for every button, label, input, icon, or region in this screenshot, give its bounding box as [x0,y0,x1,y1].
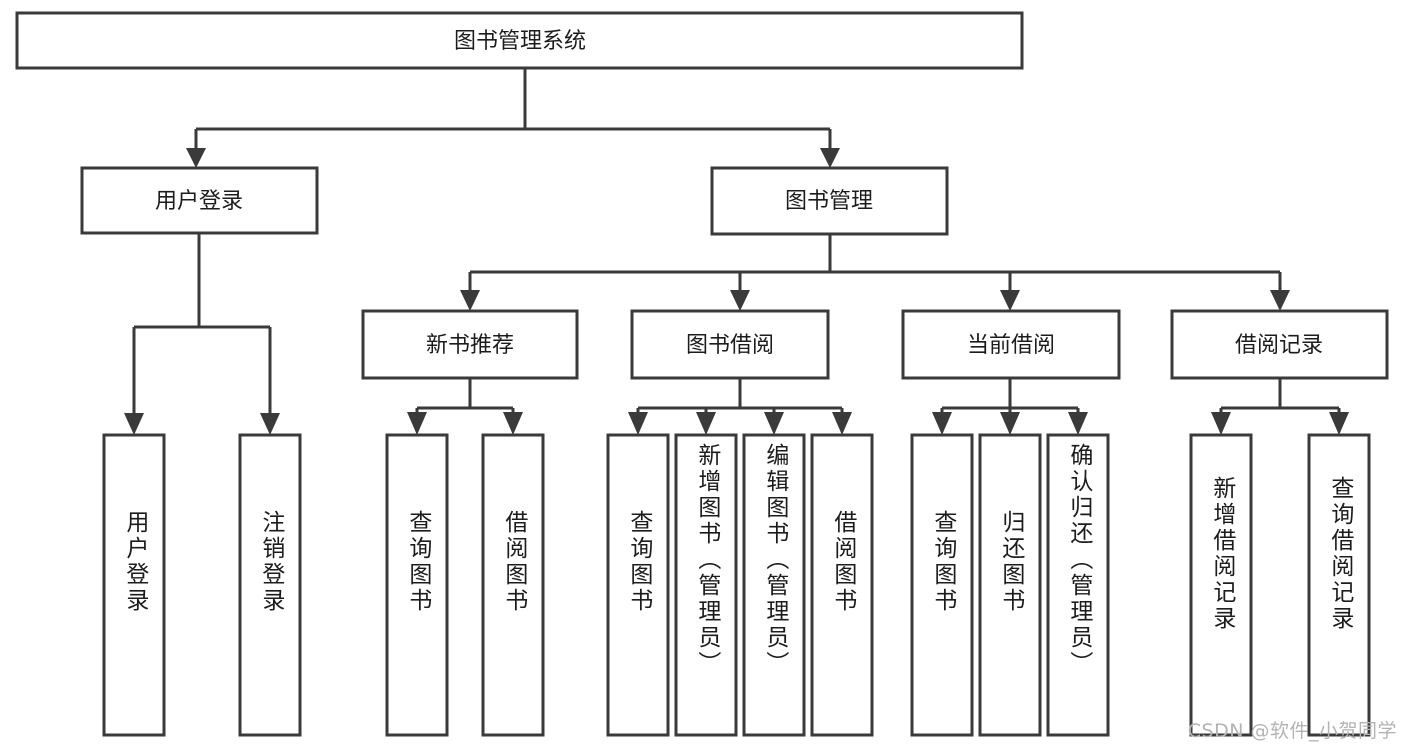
node-new-book-recommend[interactable]: 新书推荐 [361,309,579,380]
connector-current-borrow-to-leaves [932,378,1088,435]
leaf-box-borrow-record-1[interactable] [1189,433,1253,737]
node-root-box[interactable] [15,11,1024,70]
leaf-box-user-login-1[interactable] [102,433,166,737]
arrowhead-new-book [460,290,480,311]
arrowhead-leaf-user-login-2 [260,413,280,435]
arrowhead-leaf-new-book-1 [407,412,427,435]
node-current-borrow-box[interactable] [901,309,1121,380]
arrowhead-leaf-current-borrow-3 [1068,412,1088,435]
leaf-box-new-book-1[interactable] [385,433,449,737]
arrowhead-leaf-book-borrow-4 [832,412,852,435]
connector-new-book-to-leaves [407,378,523,435]
node-user-login-label: 用户登录 [155,189,243,214]
node-current-borrow-label: 当前借阅 [967,333,1055,358]
leaf-box-user-login-2[interactable] [238,433,302,737]
arrowhead-book-borrow [730,290,750,311]
arrowhead-user-login [186,148,206,168]
node-new-book-recommend-label: 新书推荐 [426,333,514,358]
leaf-box-book-borrow-2[interactable] [674,433,738,737]
node-book-manage-box[interactable] [710,166,949,236]
arrowhead-leaf-borrow-record-2 [1329,412,1349,435]
leaf-box-current-borrow-3[interactable] [1046,433,1110,737]
arrowhead-leaf-book-borrow-2 [696,412,716,435]
arrowhead-borrow-record [1270,290,1290,311]
node-current-borrow[interactable]: 当前借阅 [901,309,1121,380]
node-borrow-record-label: 借阅记录 [1235,333,1323,358]
node-book-borrow-label: 图书借阅 [686,333,774,358]
node-borrow-record-box[interactable] [1170,309,1389,380]
node-book-borrow[interactable]: 图书借阅 [630,309,830,380]
node-new-book-recommend-box[interactable] [361,309,579,380]
arrowhead-leaf-book-borrow-3 [764,412,784,435]
connector-book-borrow-to-leaves [628,378,852,435]
arrowhead-leaf-new-book-2 [503,412,523,435]
arrowhead-leaf-current-borrow-1 [932,412,952,435]
arrowhead-leaf-borrow-record-1 [1211,412,1231,435]
connector-borrow-record-to-leaves [1211,378,1349,435]
leaf-box-new-book-2[interactable] [481,433,545,737]
arrowhead-leaf-book-borrow-1 [628,412,648,435]
node-book-manage[interactable]: 图书管理 [710,166,949,236]
leaf-box-current-borrow-2[interactable] [978,433,1042,737]
leaf-box-book-borrow-4[interactable] [810,433,874,737]
leaf-box-current-borrow-1[interactable] [910,433,974,737]
connector-user-login-to-leaves [124,233,280,435]
connector-book-manage-to-level2 [460,234,1290,311]
node-root-label: 图书管理系统 [454,29,586,54]
connector-root-to-level1 [186,68,840,168]
node-root[interactable]: 图书管理系统 [15,11,1024,70]
node-borrow-record[interactable]: 借阅记录 [1170,309,1389,380]
arrowhead-current-borrow [1000,290,1020,311]
node-book-borrow-box[interactable] [630,309,830,380]
arrowhead-leaf-current-borrow-2 [1000,412,1020,435]
arrowhead-leaf-user-login-1 [124,413,144,435]
leaf-box-book-borrow-1[interactable] [606,433,670,737]
leaf-box-borrow-record-2[interactable] [1307,433,1371,737]
leaf-box-book-borrow-3[interactable] [742,433,806,737]
node-book-manage-label: 图书管理 [785,189,873,214]
node-user-login-box[interactable] [80,166,319,235]
node-user-login[interactable]: 用户登录 [80,166,319,235]
csdn-watermark: CSDN @软件_小贺同学 [1187,720,1397,742]
arrowhead-book-manage [820,148,840,168]
